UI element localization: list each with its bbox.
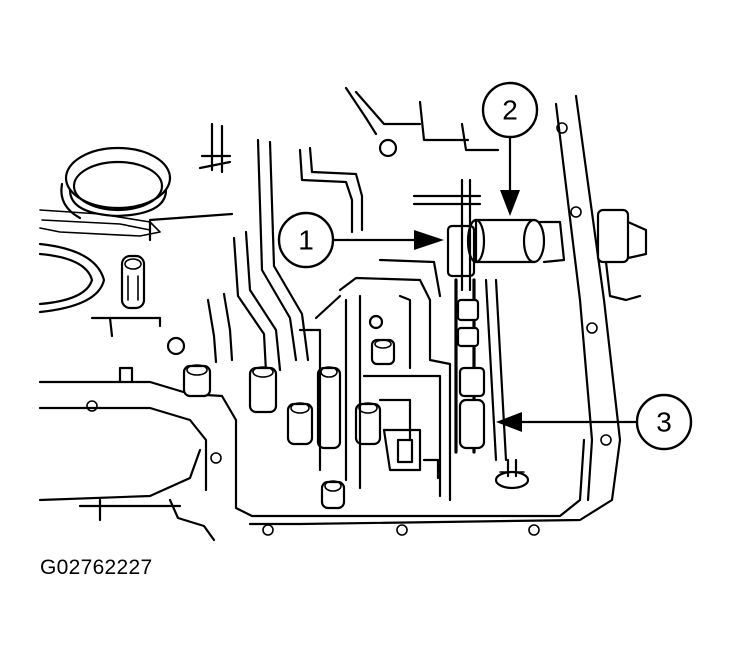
ring-cylinder — [39, 146, 234, 242]
callout-2-label: 2 — [502, 95, 518, 126]
callout-1-label: 1 — [298, 225, 314, 256]
callout-2: 2 — [481, 81, 539, 216]
callout-1: 1 — [277, 211, 444, 269]
figure-code: G02762227 — [40, 556, 153, 579]
callout-3: 3 — [496, 393, 693, 451]
horizontal-pin-cylinder — [466, 208, 648, 302]
left-partial-housing — [38, 242, 146, 314]
valve-body-housing — [38, 94, 622, 542]
tubing-lines — [90, 86, 500, 374]
callout-3-label: 3 — [656, 407, 672, 438]
central-valve-block — [298, 258, 452, 502]
lower-plug — [494, 458, 530, 490]
valve-spool-shaft — [412, 178, 508, 462]
